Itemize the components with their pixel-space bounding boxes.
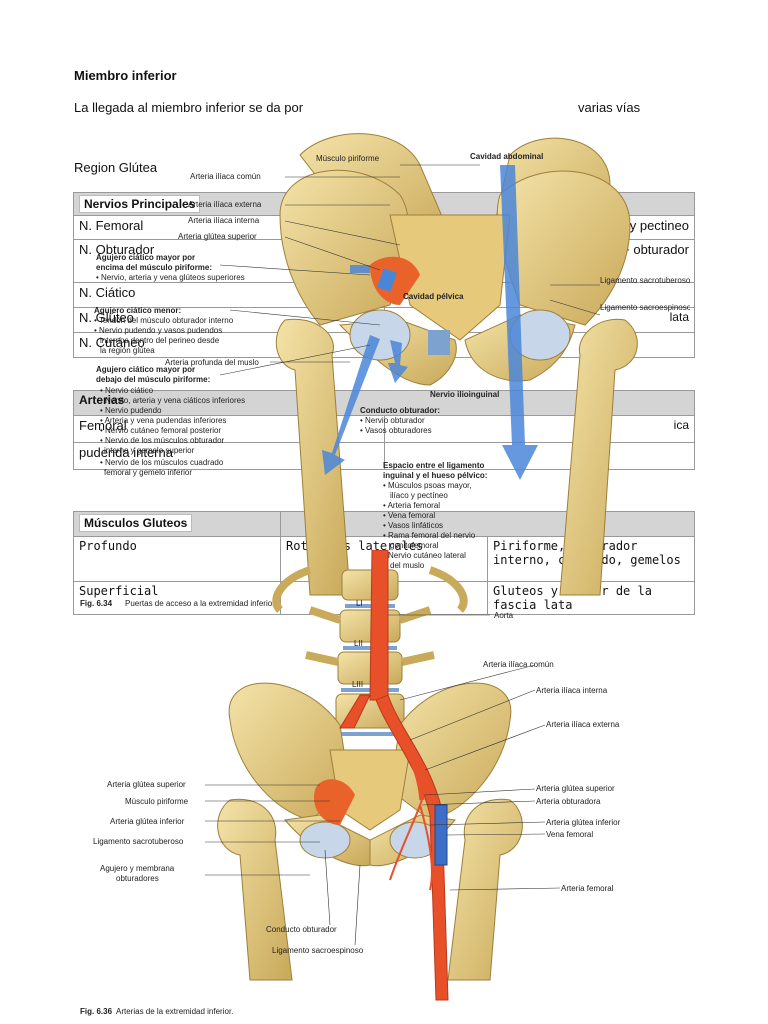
figure-label: Arteria glútea inferior (110, 817, 185, 826)
figure-label: Ligamento sacroespinoso (600, 303, 690, 312)
figure-label: • Arteria femoral (383, 501, 440, 510)
figure-caption-number: Fig. 6.34 (80, 599, 113, 608)
figure-label: Arteria ilíaca externa (188, 200, 262, 209)
figure-label: Nervio ilioinguinal (430, 390, 499, 399)
figure-label: Espacio entre el ligamento (383, 461, 484, 470)
figure-label: Agujero y membrana (100, 864, 175, 873)
figure-label: ilíaco y pectíneo (390, 491, 448, 500)
figure-label: del muslo (390, 561, 425, 570)
figure-label: Músculo piriforme (316, 154, 380, 163)
piriformis-muscle (370, 256, 420, 305)
figure-label: Arteria ilíaca externa (546, 720, 620, 729)
figure-label: • Nervio cutáneo femoral posterior (100, 426, 221, 435)
figure-label: Cavidad abdominal (470, 152, 543, 161)
figure-label: obturadores (116, 874, 159, 883)
spine-label: LII (354, 639, 363, 648)
rib (428, 566, 468, 613)
leader-lines (219, 164, 601, 376)
figure-label: • Nervio cutáneo lateral (383, 551, 466, 560)
figure-label: la región glútea (100, 346, 155, 355)
figure-label: • Tendón del músculo obturador interno (94, 316, 234, 325)
table-cell: ica (384, 415, 695, 443)
spine-label: LIII (352, 680, 363, 689)
figure-label: • Rama femoral del nervio (383, 531, 476, 540)
femur (275, 318, 638, 596)
figure-caption: Puertas de acceso a la extremidad inferi… (125, 599, 275, 608)
arteries-table-header: Arterias (79, 393, 125, 407)
figure-label: Arteria ilíaca común (190, 172, 261, 181)
figure-label: Arteria ilíaca interna (188, 216, 260, 225)
vessel-marker (377, 268, 397, 292)
figure-label: genitofemoral (390, 541, 439, 550)
figure-label: Arteria profunda del muslo (165, 358, 259, 367)
figure-label: • Músculos psoas mayor, (383, 481, 472, 490)
figure-label: Arteria ilíaca común (483, 660, 554, 669)
figure-label: • Vena femoral (383, 511, 435, 520)
figure-label: Agujero ciático mayor por (96, 365, 195, 374)
figure-label: • Vasos linfáticos (383, 521, 443, 530)
artery (339, 550, 449, 1001)
figure-caption-number: Fig. 6.36 (80, 1007, 113, 1016)
figure-label: • Nervio de los músculos obturador (100, 436, 225, 445)
page-title: Miembro inferior (74, 68, 177, 83)
figure-label: • Nervio de los músculos cuadrado (100, 458, 224, 467)
intro-text: La llegada al miembro inferior se da por (74, 100, 304, 115)
figure-label: • Nervio, arteria y vena ciáticos inferi… (100, 396, 245, 405)
rib (272, 566, 312, 613)
figure-label: encima del músculo piriforme: (96, 263, 212, 272)
figure-label: inguinal y el hueso pélvico: (383, 471, 487, 480)
figure-label: Conducto obturador (266, 925, 337, 934)
figure-label: Ligamento sacrotuberoso (93, 837, 184, 846)
figure-label: interno y gemelo superior (104, 446, 195, 455)
table-cell (384, 442, 695, 470)
figure-label: debajo del músculo piriforme: (96, 375, 210, 384)
figure-label: Arteria glútea superior (178, 232, 257, 241)
piriformis-muscle (314, 779, 355, 825)
figure-label: Vena femoral (546, 830, 593, 839)
figure-label: Arteria glútea superior (536, 784, 615, 793)
figure-label: Agujero ciático mayor por (96, 253, 195, 262)
figure-label: Arteria obturadora (536, 797, 601, 806)
section-label: Region Glútea (74, 160, 158, 175)
table-cell: Profundo (73, 536, 281, 582)
access-arrow (322, 165, 538, 480)
figure-label: Cavidad pélvica (403, 292, 464, 301)
figure-label: Arteria ilíaca interna (536, 686, 608, 695)
pelvis-access-figure: Arteria ilíaca común Arteria ilíaca exte… (80, 133, 690, 608)
figure-label: Ligamento sacroespinoso (272, 946, 364, 955)
figure-label: Conducto obturador: (360, 406, 440, 415)
spine-label: LI (356, 599, 363, 608)
figure-label: • Nervio, arteria y vena glúteos superio… (96, 273, 245, 282)
figure-caption: Arterias de la extremidad inferior. (116, 1007, 233, 1016)
figure-label: femoral y gemelo inferior (104, 468, 192, 477)
lower-limb-arteries-figure: LI LII LIII (80, 550, 621, 1016)
figure-label: Agujero ciático menor: (94, 306, 181, 315)
figure-label: Músculo piriforme (125, 797, 189, 806)
figure-label: Arteria femoral (561, 884, 614, 893)
leader-lines (205, 614, 561, 946)
figure-label: • Nervio obturador (360, 416, 425, 425)
nerves-table-header: Nervios Principales (79, 195, 201, 213)
figure-label: • Nervio pudendo y vasos pudendos (94, 326, 222, 335)
femoral-vein (434, 804, 448, 866)
figure-label: Aorta (494, 611, 514, 620)
figure-label: internos dentro del perineo desde (100, 336, 220, 345)
figure-label: Ligamento sacrotuberoso (600, 276, 690, 285)
figure-label: • Nervio ciático (100, 386, 154, 395)
table-cell: Superficial (73, 581, 281, 615)
muscles-table-header: Músculos Gluteos (79, 514, 193, 532)
intro-text-right: varias vías (578, 100, 641, 115)
figure-label: • Vasos obturadores (360, 426, 432, 435)
figure-label: Arteria glútea superior (107, 780, 186, 789)
figure-label: • Nervio pudendo (100, 406, 162, 415)
figure-label: Arteria glútea inferior (546, 818, 621, 827)
figure-label: • Arteria y vena pudendas inferiores (100, 416, 226, 425)
